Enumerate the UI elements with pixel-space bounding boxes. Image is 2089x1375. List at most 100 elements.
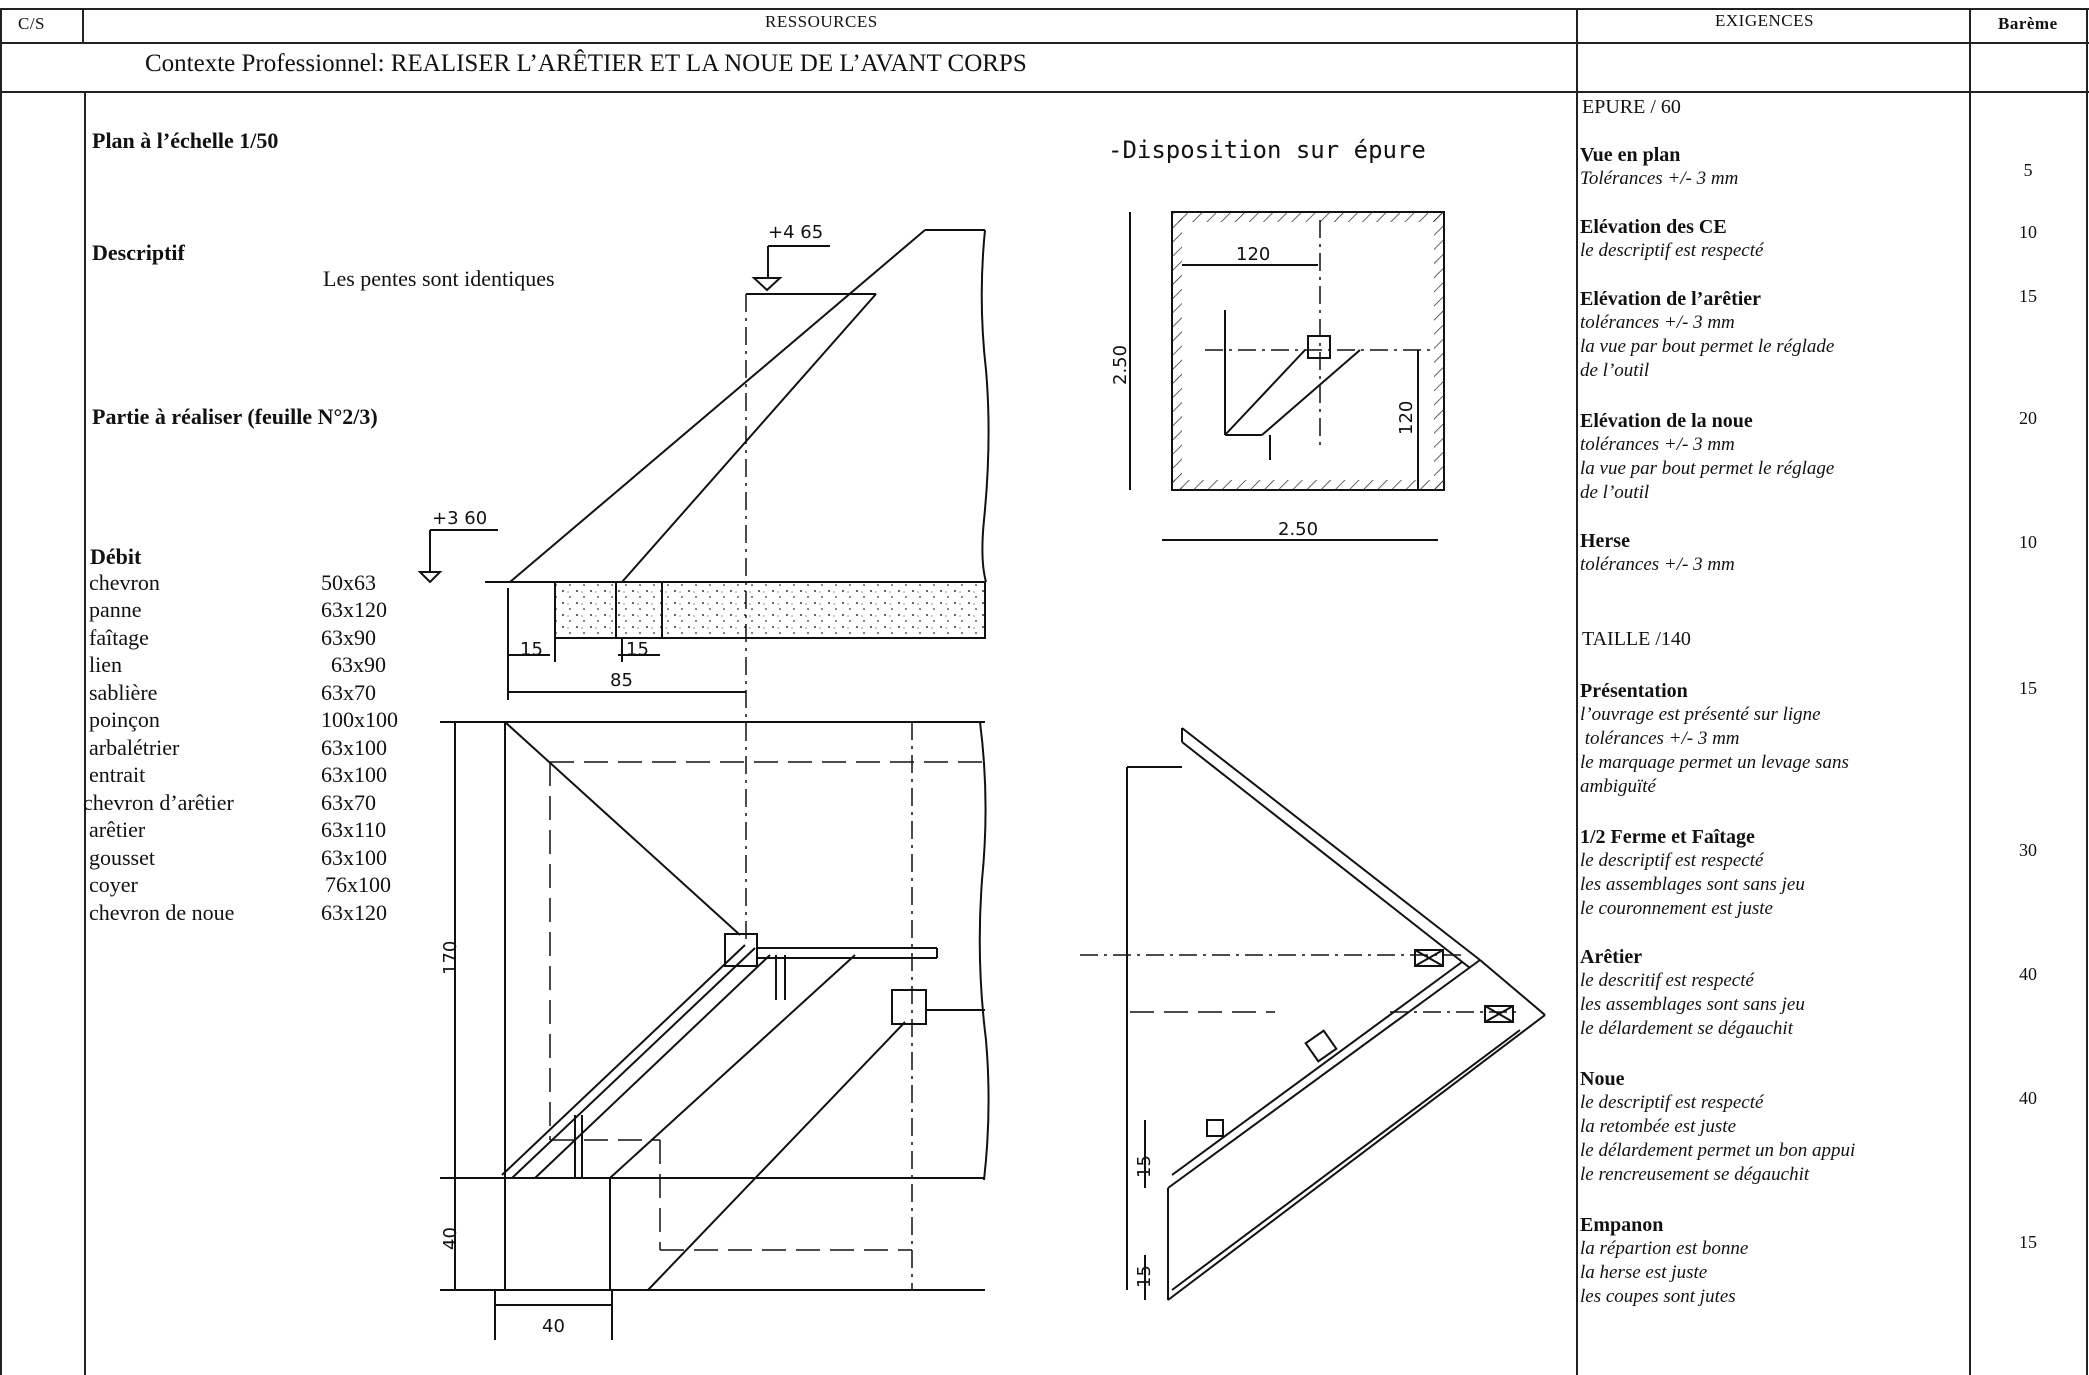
plan-post-1	[724, 933, 758, 967]
debit-row: coyer 76x100	[89, 872, 449, 899]
exigence-score: 15	[2019, 286, 2037, 306]
dim-85: 85	[610, 670, 633, 691]
elevation-wall-section	[554, 581, 986, 639]
exigence-item: Elévation de l’arêtier tolérances +/- 3 …	[1580, 288, 1960, 383]
debit-label: Débit	[90, 544, 142, 569]
exigence-line: la vue par bout permet le réglade	[1580, 336, 1835, 357]
debit-size: 50x63	[321, 570, 376, 595]
exigence-score: 40	[2019, 964, 2037, 984]
exigence-title: 1/2 Ferme et Faîtage	[1580, 826, 1755, 848]
descriptif-label: Descriptif	[92, 240, 185, 265]
elevation-rafter-inner	[621, 293, 877, 583]
context-bottom-rule	[0, 91, 2089, 93]
exigence-score: 40	[2019, 1088, 2037, 1108]
herse-upper-edge-inner	[1181, 741, 1471, 969]
debit-size: 63x90	[331, 652, 386, 677]
header-cs: C/S	[18, 14, 46, 33]
technical-drawing: +4 65 +3 60 15 15 85 170 40 40 120 2.50 …	[417, 211, 1546, 1340]
debit-row: arêtier 63x110	[89, 817, 449, 844]
debit-row: lien 63x90	[89, 652, 449, 679]
herse-lower-edge-inner	[1171, 961, 1463, 1176]
exigence-line: le descriptif est respecté	[1580, 240, 1764, 261]
exigence-score: 15	[2019, 1232, 2037, 1252]
exigence-title: Elévation des CE	[1580, 216, 1727, 238]
exigence-line: tolérances +/- 3 mm	[1580, 312, 1735, 333]
debit-name: chevron de noue	[89, 900, 235, 925]
level-top-text: +4 65	[768, 222, 823, 243]
exigence-score: 10	[2019, 532, 2037, 552]
debit-size: 63x110	[321, 817, 387, 842]
exigence-item: Présentation l’ouvrage est présenté sur …	[1580, 680, 1960, 799]
exigence-line: la répartion est bonne	[1580, 1238, 1749, 1259]
exigence-title: Arêtier	[1580, 946, 1643, 968]
exigence-item: 1/2 Ferme et Faîtage le descriptif est r…	[1580, 826, 1960, 921]
disposition-title: -Disposition sur épure	[1108, 136, 1426, 164]
context-title: Contexte Professionnel: REALISER L’ARÊTI…	[145, 50, 1027, 77]
exigence-score: 30	[2019, 840, 2037, 860]
debit-row: chevron de noue 63x120	[89, 900, 449, 927]
exigence-line: la vue par bout permet le réglage	[1580, 458, 1835, 479]
debit-size: 63x120	[321, 900, 387, 925]
partie-label: Partie à réaliser (feuille N°2/3)	[92, 404, 378, 429]
debit-size: 63x70	[321, 790, 376, 815]
dim-15-b: 15	[626, 639, 649, 660]
exigence-score: 15	[2019, 678, 2037, 698]
exigence-score: 5	[2023, 160, 2033, 180]
exigence-line: tolérances +/- 3 mm	[1580, 434, 1735, 455]
dim-170: 170	[440, 941, 461, 975]
frame-right	[2086, 8, 2088, 1375]
exigence-line: l’ouvrage est présenté sur ligne	[1580, 704, 1821, 725]
plan-post-2	[891, 989, 927, 1025]
epure-title: EPURE / 60	[1582, 96, 1681, 118]
debit-size: 76x100	[325, 872, 391, 897]
debit-row: chevron d’arêtier 63x70	[83, 790, 449, 817]
exigence-line: la herse est juste	[1580, 1262, 1708, 1283]
exigence-item: Herse tolérances +/- 3 mm	[1580, 530, 1960, 577]
herse-lower-edge-outer	[1167, 959, 1481, 1189]
debit-name: chevron	[89, 570, 160, 595]
plan-break-line-right	[978, 721, 990, 1181]
debit-name: arêtier	[89, 817, 146, 842]
debit-name: panne	[89, 597, 142, 622]
debit-name: sablière	[89, 680, 158, 705]
header-bottom-rule	[0, 42, 2089, 44]
exigence-line: le délardement se dégauchit	[1580, 1018, 1793, 1039]
elevation-rafter-outer	[509, 229, 926, 583]
col-cs-divider	[82, 8, 84, 44]
debit-size: 63x100	[321, 735, 387, 760]
frame-left	[0, 8, 2, 1375]
herse-upper-edge-outer	[1181, 727, 1481, 961]
exigence-line: le rencreusement se dégauchit	[1580, 1164, 1810, 1185]
exigence-line: la retombée est juste	[1580, 1116, 1737, 1137]
exigence-line: les coupes sont jutes	[1580, 1286, 1736, 1307]
exigence-line: le marquage permet un levage sans	[1580, 752, 1849, 773]
dim-15-a: 15	[520, 639, 543, 660]
exigence-line: ambiguïté	[1580, 776, 1656, 797]
dim-15-d: 15	[1134, 1265, 1155, 1288]
exigence-line: les assemblages sont sans jeu	[1580, 874, 1805, 895]
dim-40-horizontal: 40	[542, 1316, 565, 1337]
exigence-item: Arêtier le descritif est respecté les as…	[1580, 946, 1960, 1041]
exigence-line: de l’outil	[1580, 360, 1650, 381]
debit-name: faîtage	[89, 625, 149, 650]
header-ressources: RESSOURCES	[765, 12, 878, 31]
exigence-title: Herse	[1580, 530, 1630, 552]
debit-size: 63x90	[321, 625, 376, 650]
debit-size: 63x100	[321, 762, 387, 787]
exigence-title: Vue en plan	[1580, 144, 1681, 166]
exigence-score: 10	[2019, 222, 2037, 242]
plan-scale-label: Plan à l’échelle 1/50	[92, 128, 279, 153]
debit-name: chevron d’arêtier	[83, 790, 234, 815]
debit-size: 63x100	[321, 845, 387, 870]
exigence-line: le descriptif est respecté	[1580, 1092, 1764, 1113]
debit-name: coyer	[89, 872, 138, 897]
debit-name: lien	[89, 652, 122, 677]
frame-top	[0, 8, 2089, 10]
disp-120-top: 120	[1236, 244, 1270, 265]
